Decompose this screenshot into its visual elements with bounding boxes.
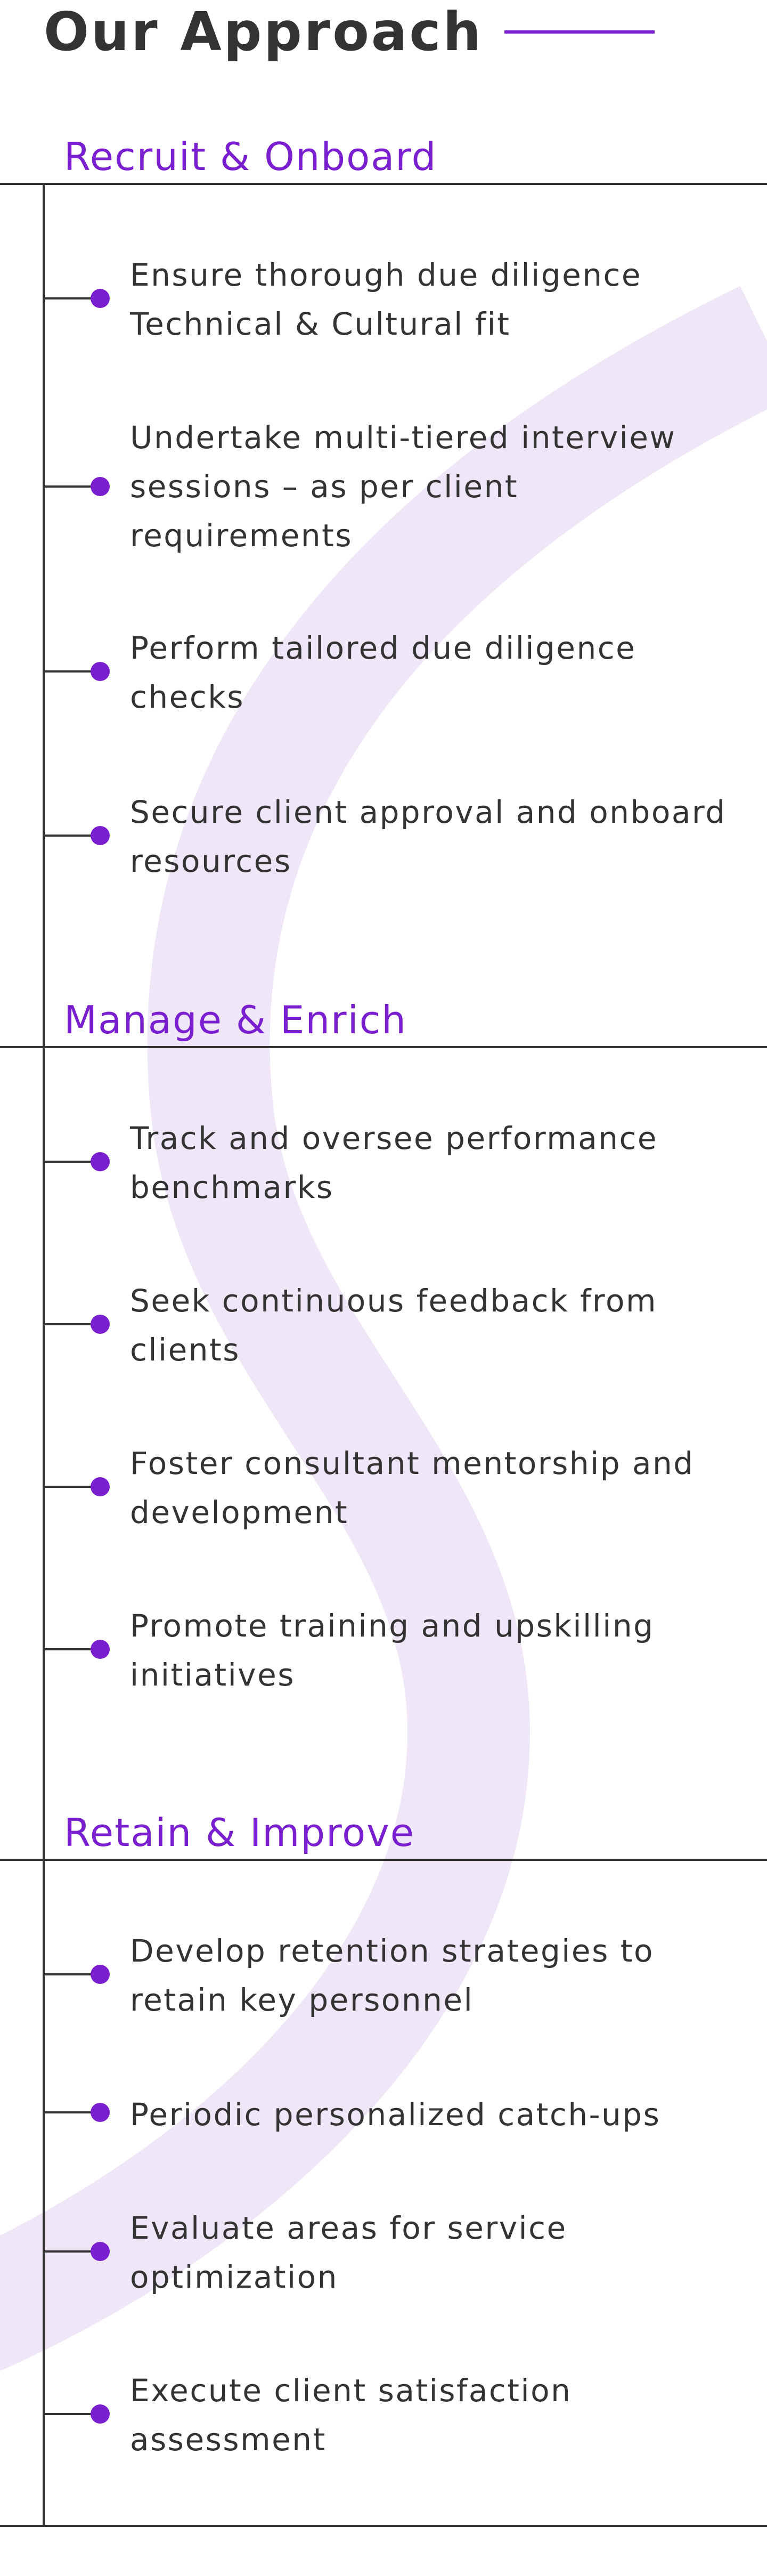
timeline-dot bbox=[91, 289, 110, 308]
list-item-text: Undertake multi-tiered interview session… bbox=[130, 419, 676, 554]
list-item-text: Foster consultant mentorship and develop… bbox=[130, 1445, 695, 1530]
section-rule-retain-improve bbox=[0, 1859, 767, 1861]
list-item-text: Periodic personalized catch-ups bbox=[130, 2096, 661, 2133]
timeline-dot bbox=[91, 1315, 110, 1334]
list-item-text: Evaluate areas for service optimization bbox=[130, 2210, 567, 2295]
timeline-connector bbox=[44, 1648, 100, 1650]
timeline-connector bbox=[44, 1973, 100, 1975]
timeline-vertical-line bbox=[43, 184, 45, 2526]
timeline-dot bbox=[91, 1152, 110, 1171]
timeline-connector bbox=[44, 2413, 100, 2415]
timeline-dot bbox=[91, 2404, 110, 2424]
list-item-text: Track and oversee performance benchmarks bbox=[130, 1120, 658, 1205]
list-item-text: Perform tailored due diligence checks bbox=[130, 630, 637, 715]
timeline-dot bbox=[91, 1640, 110, 1659]
list-item-text: Seek continuous feedback from clients bbox=[130, 1283, 657, 1368]
page-title: Our Approach bbox=[44, 1, 483, 63]
timeline-dot bbox=[91, 2103, 110, 2122]
timeline-dot bbox=[91, 662, 110, 681]
timeline-connector bbox=[44, 485, 100, 488]
timeline-connector bbox=[44, 297, 100, 299]
section-rule-recruit-onboard bbox=[0, 183, 767, 185]
section-title-manage-enrich: Manage & Enrich bbox=[64, 998, 407, 1042]
list-item-text: Ensure thorough due diligence Technical … bbox=[130, 257, 642, 342]
title-accent-line bbox=[504, 30, 655, 34]
list-item-text: Promote training and upskilling initiati… bbox=[130, 1608, 655, 1693]
timeline-connector bbox=[44, 1323, 100, 1325]
timeline-dot bbox=[91, 826, 110, 845]
timeline-dot bbox=[91, 477, 110, 496]
timeline-dot bbox=[91, 1477, 110, 1496]
list-item-text: Execute client satisfaction assessment bbox=[130, 2372, 572, 2458]
timeline-connector bbox=[44, 835, 100, 837]
timeline-connector bbox=[44, 1161, 100, 1163]
page-header: Our Approach bbox=[44, 0, 655, 64]
bottom-rule bbox=[0, 2525, 767, 2527]
section-title-recruit-onboard: Recruit & Onboard bbox=[64, 134, 437, 179]
timeline-dot bbox=[91, 1965, 110, 1984]
timeline-connector bbox=[44, 670, 100, 673]
timeline-connector bbox=[44, 1486, 100, 1488]
section-title-retain-improve: Retain & Improve bbox=[64, 1810, 415, 1855]
list-item-text: Develop retention strategies to retain k… bbox=[130, 1933, 654, 2018]
timeline-dot bbox=[91, 2242, 110, 2261]
section-rule-manage-enrich bbox=[0, 1046, 767, 1048]
timeline-connector bbox=[44, 2250, 100, 2253]
timeline-connector bbox=[44, 2111, 100, 2113]
list-item-text: Secure client approval and onboard resou… bbox=[130, 794, 727, 879]
